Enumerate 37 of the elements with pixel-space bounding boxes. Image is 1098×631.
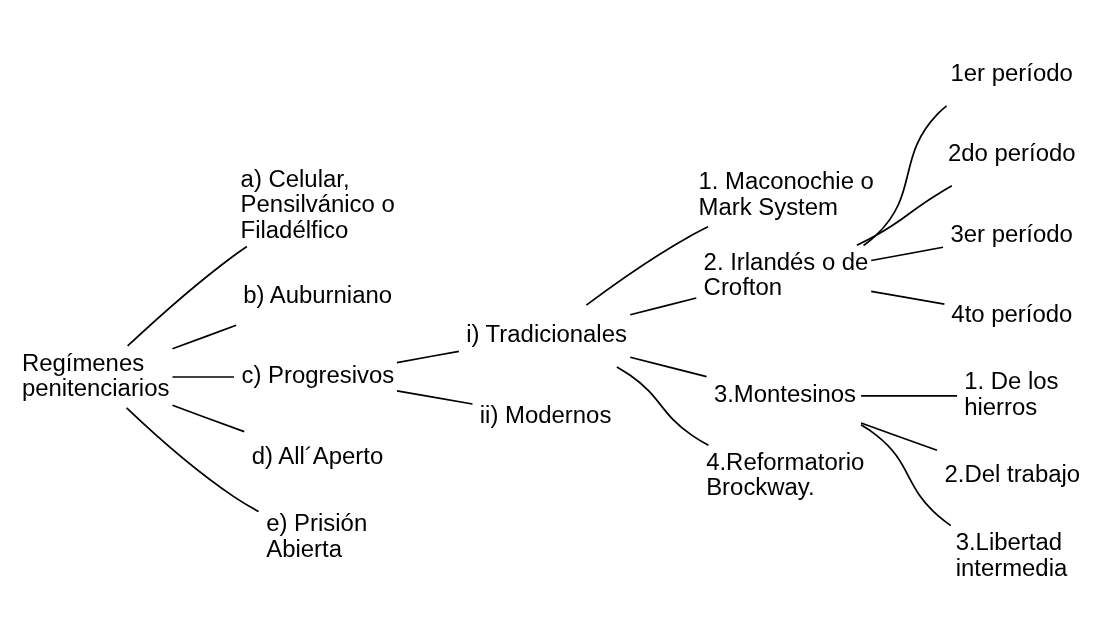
connector (171, 376, 235, 378)
connector (125, 407, 260, 513)
node-text: 1er período (950, 58, 1073, 86)
node-text: 2do período (947, 139, 1076, 167)
connector (856, 184, 953, 247)
node-text: 3.Libertad intermedia (955, 527, 1068, 581)
node-text: 4to período (951, 299, 1073, 327)
node-text: 2. Irlandés o de Crofton (703, 247, 869, 301)
connector (629, 356, 708, 378)
node-text: 3.Montesinos (713, 380, 857, 408)
node-text: ii) Modernos (479, 400, 612, 428)
node-text: e) Prisión Abierta (266, 509, 368, 562)
connector (585, 225, 709, 306)
node-text: 4.Reformatorio Brockway. (706, 447, 865, 501)
node-text: 1. De los hierros (964, 367, 1059, 420)
connector (629, 297, 698, 316)
connector (860, 422, 938, 452)
connector (860, 424, 952, 527)
node-text: d) All´Aperto (251, 441, 384, 469)
connector (126, 245, 248, 347)
connector (396, 390, 474, 405)
connector (870, 246, 944, 262)
connector (616, 366, 710, 447)
node-text: a) Celular, Pensilvánico o Filadélfico (240, 164, 395, 244)
node-text: Regímenes penitenciarios (21, 348, 170, 402)
node-text: i) Tradicionales (466, 320, 627, 348)
node-text: b) Auburniano (243, 281, 393, 309)
connector (870, 290, 946, 306)
connector (860, 394, 958, 397)
node-text: 3er período (950, 219, 1073, 247)
connector (862, 104, 948, 247)
node-text: c) Progresivos (241, 361, 395, 389)
connector (171, 404, 246, 433)
node-text: 1. Maconochie o Mark System (698, 167, 874, 221)
connector (396, 350, 460, 364)
node-text: 2.Del trabajo (944, 460, 1081, 488)
connector (171, 324, 238, 350)
